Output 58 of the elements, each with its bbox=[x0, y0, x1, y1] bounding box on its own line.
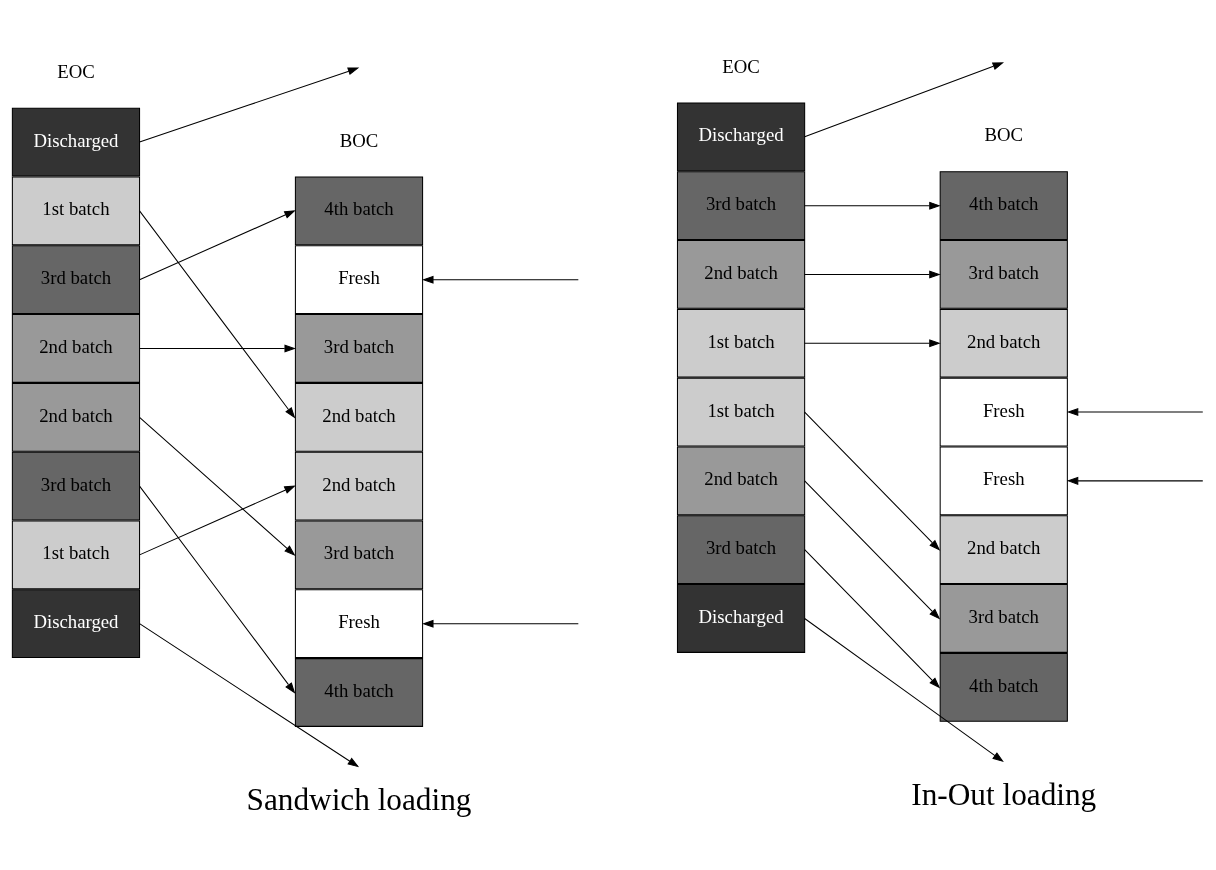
node-box: Discharged bbox=[11, 107, 141, 177]
label: In-Out loading bbox=[911, 776, 1097, 812]
label: BOC bbox=[984, 124, 1024, 146]
arrow bbox=[804, 411, 941, 551]
node-box: 2nd batch bbox=[939, 515, 1068, 585]
arrow bbox=[422, 275, 579, 284]
node-box: 2nd batch bbox=[676, 446, 806, 516]
label: BOC bbox=[339, 129, 379, 151]
node-box: 2nd batch bbox=[676, 240, 806, 309]
node-box: Fresh bbox=[294, 589, 424, 659]
node-box: 4th batch bbox=[294, 658, 424, 727]
arrow bbox=[1066, 476, 1204, 485]
arrow bbox=[139, 416, 296, 556]
arrow bbox=[139, 485, 296, 694]
arrow bbox=[139, 485, 296, 556]
node-box: 3rd batch bbox=[294, 314, 424, 383]
node-box: Discharged bbox=[676, 102, 806, 172]
node-box: 3rd batch bbox=[676, 515, 806, 585]
node-box: Fresh bbox=[294, 245, 424, 315]
arrow bbox=[804, 201, 941, 210]
label: Sandwich loading bbox=[246, 781, 472, 817]
node-box: Fresh bbox=[939, 446, 1068, 516]
node-box: 2nd batch bbox=[294, 382, 424, 452]
arrow bbox=[139, 67, 360, 143]
node-box: Discharged bbox=[11, 589, 141, 659]
node-box: 3rd batch bbox=[11, 245, 141, 315]
node-box: 3rd batch bbox=[939, 240, 1068, 309]
node-box: 3rd batch bbox=[676, 171, 806, 241]
arrow bbox=[804, 549, 941, 689]
label: EOC bbox=[57, 60, 95, 82]
node-box: 3rd batch bbox=[939, 584, 1068, 653]
node-box: 1st batch bbox=[11, 520, 141, 590]
node-box: 2nd batch bbox=[939, 308, 1068, 378]
arrow bbox=[139, 210, 296, 281]
node-box: Discharged bbox=[676, 584, 806, 653]
node-box: 1st batch bbox=[676, 377, 806, 447]
arrow bbox=[804, 62, 1005, 138]
node-box: 2nd batch bbox=[11, 314, 141, 383]
node-box: 3rd batch bbox=[11, 451, 141, 521]
arrow bbox=[804, 339, 941, 348]
node-box: 1st batch bbox=[11, 176, 141, 246]
node-box: 3rd batch bbox=[294, 520, 424, 590]
node-box: 2nd batch bbox=[294, 451, 424, 521]
node-box: 4th batch bbox=[294, 176, 424, 246]
arrow bbox=[804, 480, 941, 620]
arrow bbox=[804, 617, 1004, 763]
arrow bbox=[422, 619, 579, 628]
arrow bbox=[1066, 408, 1204, 417]
arrow bbox=[804, 270, 941, 279]
label: EOC bbox=[722, 55, 760, 77]
node-box: 4th batch bbox=[939, 652, 1068, 722]
node-box: 4th batch bbox=[939, 171, 1068, 241]
node-box: Fresh bbox=[939, 377, 1068, 447]
arrow bbox=[139, 344, 296, 353]
arrow bbox=[139, 623, 360, 768]
node-box: 2nd batch bbox=[11, 382, 141, 452]
arrow bbox=[139, 210, 296, 419]
node-box: 1st batch bbox=[676, 308, 806, 378]
